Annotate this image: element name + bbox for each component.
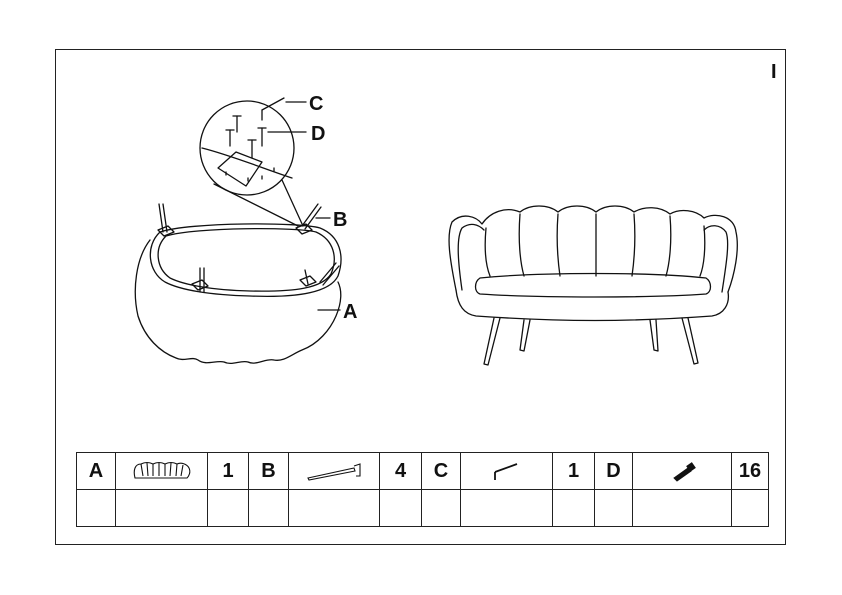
callout-a: A <box>343 301 357 323</box>
leg-icon <box>288 452 380 490</box>
page-mark: I <box>771 61 777 83</box>
part-letter: C <box>421 452 461 490</box>
detail-magnifier <box>199 97 304 227</box>
part-letter: D <box>594 452 633 490</box>
sofa-body-icon <box>115 452 208 490</box>
allen-key-icon <box>460 452 553 490</box>
page-frame <box>55 49 786 545</box>
assembled-sofa-drawing <box>448 205 738 366</box>
parts-list-table: A 1 B 4 C 1 D <box>76 452 769 527</box>
parts-row: A 1 B 4 C 1 D <box>76 452 769 490</box>
part-letter: A <box>76 452 116 490</box>
part-qty: 4 <box>379 452 422 490</box>
part-letter: B <box>248 452 289 490</box>
part-qty: 16 <box>731 452 769 490</box>
parts-row-blank <box>76 489 769 527</box>
part-qty: 1 <box>207 452 249 490</box>
inverted-sofa-drawing <box>134 203 342 365</box>
callout-d: D <box>311 123 325 145</box>
callout-c: C <box>309 93 323 115</box>
callout-b: B <box>333 209 347 231</box>
part-qty: 1 <box>552 452 595 490</box>
bolt-icon <box>632 452 732 490</box>
